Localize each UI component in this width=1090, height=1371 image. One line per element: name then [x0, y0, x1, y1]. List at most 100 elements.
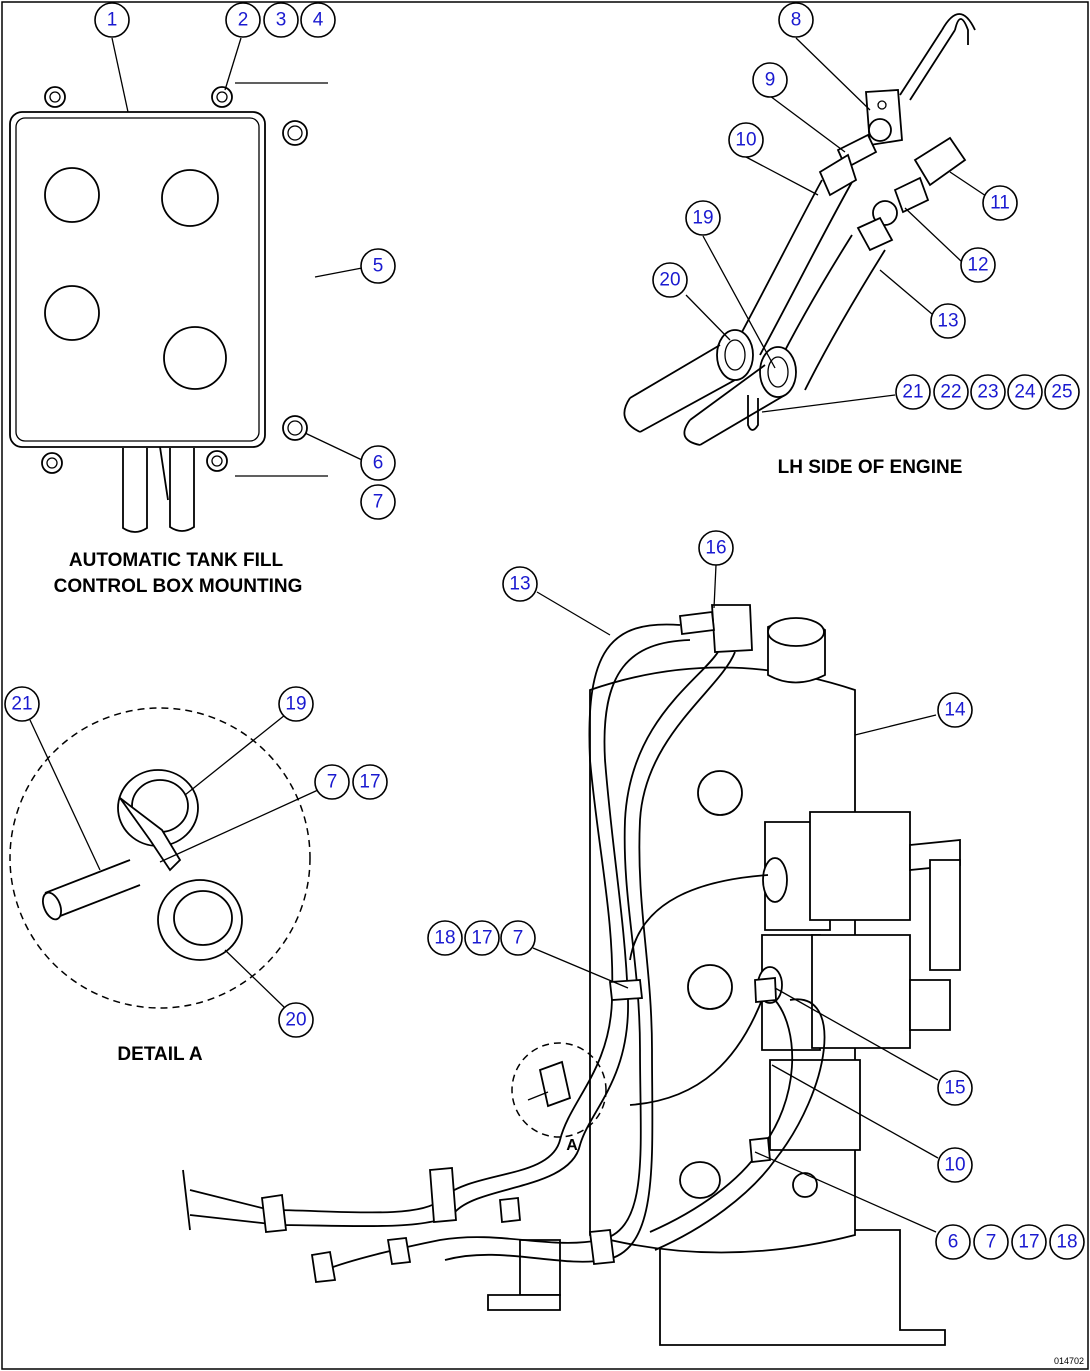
callout-20: 20	[652, 262, 688, 298]
svg-text:9: 9	[765, 70, 776, 91]
callout-tank-17b: 17	[1011, 1224, 1047, 1260]
svg-text:7: 7	[986, 1232, 997, 1253]
svg-text:16: 16	[705, 538, 726, 559]
detail-a-label: A	[566, 1137, 578, 1154]
svg-text:10: 10	[944, 1155, 965, 1176]
callout-8: 8	[778, 2, 814, 38]
tank-valves	[757, 811, 961, 1151]
caption-engine-side: LH SIDE OF ENGINE	[778, 457, 963, 478]
svg-text:21: 21	[11, 694, 32, 715]
caption-control-box-line2: CONTROL BOX MOUNTING	[54, 576, 303, 597]
engine-leaders	[685, 37, 987, 413]
engine-clamps-19-20	[623, 329, 797, 446]
svg-text:14: 14	[944, 700, 966, 721]
callout-10: 10	[728, 122, 764, 158]
control-box-nuts	[41, 86, 308, 474]
svg-text:22: 22	[940, 382, 961, 403]
callout-1: 1	[94, 2, 130, 38]
svg-text:17: 17	[359, 772, 380, 793]
svg-text:20: 20	[285, 1010, 306, 1031]
callout-detail-17: 17	[352, 764, 388, 800]
callout-tank-7b: 7	[973, 1224, 1009, 1260]
svg-text:18: 18	[434, 928, 455, 949]
svg-text:21: 21	[902, 382, 923, 403]
tank-clamps	[261, 977, 777, 1283]
engine-hose-13	[774, 216, 894, 391]
svg-text:3: 3	[276, 10, 287, 31]
callout-5: 5	[360, 248, 396, 284]
callout-detail-21: 21	[4, 686, 40, 722]
svg-text:6: 6	[373, 453, 384, 474]
callout-4: 4	[300, 2, 336, 38]
callout-tank-10: 10	[937, 1147, 973, 1183]
callout-12: 12	[960, 247, 996, 283]
callout-11: 11	[982, 185, 1018, 221]
svg-text:6: 6	[948, 1232, 959, 1253]
svg-text:7: 7	[327, 772, 338, 793]
callout-2: 2	[225, 2, 261, 38]
callout-23: 23	[970, 374, 1006, 410]
svg-text:17: 17	[1018, 1232, 1039, 1253]
svg-text:2: 2	[238, 10, 249, 31]
engine-hose-10	[734, 133, 878, 356]
svg-text:13: 13	[937, 311, 958, 332]
svg-text:10: 10	[735, 130, 756, 151]
detail-a-marker	[511, 1042, 607, 1138]
svg-text:24: 24	[1014, 382, 1036, 403]
callout-detail-19: 19	[278, 686, 314, 722]
callout-6: 6	[360, 445, 396, 481]
svg-text:23: 23	[977, 382, 998, 403]
control-box-pipes	[122, 446, 195, 533]
callout-13: 13	[930, 303, 966, 339]
tank-fitting-16	[679, 604, 753, 653]
tank-leaders	[532, 564, 939, 1233]
svg-text:11: 11	[990, 193, 1010, 214]
engine-fittings-11-12	[872, 136, 967, 226]
callout-7: 7	[360, 484, 396, 520]
svg-text:18: 18	[1056, 1232, 1077, 1253]
callout-tank-6: 6	[935, 1224, 971, 1260]
callout-tank-17: 17	[464, 920, 500, 956]
svg-text:20: 20	[659, 270, 680, 291]
svg-text:5: 5	[373, 256, 384, 277]
callout-24: 24	[1007, 374, 1043, 410]
svg-text:25: 25	[1051, 382, 1072, 403]
svg-text:7: 7	[513, 928, 524, 949]
tank-base	[487, 1229, 946, 1346]
detail-a	[9, 707, 319, 1009]
svg-text:4: 4	[313, 10, 324, 31]
callout-detail-7: 7	[314, 764, 350, 800]
callout-3: 3	[263, 2, 299, 38]
callout-detail-20: 20	[278, 1002, 314, 1038]
control-box	[9, 111, 266, 448]
callout-tank-13: 13	[502, 566, 538, 602]
svg-text:19: 19	[285, 694, 306, 715]
caption-detail-a: DETAIL A	[117, 1044, 202, 1065]
control-box-leaders	[111, 37, 363, 477]
svg-text:12: 12	[967, 255, 988, 276]
callout-tank-18b: 18	[1049, 1224, 1085, 1260]
callout-22: 22	[933, 374, 969, 410]
engine-bracket	[865, 13, 976, 147]
callout-tank-15: 15	[937, 1070, 973, 1106]
svg-text:1: 1	[107, 10, 118, 31]
callout-19: 19	[685, 200, 721, 236]
callout-9: 9	[752, 62, 788, 98]
figure-number: 014702	[1054, 1356, 1084, 1366]
callout-25: 25	[1044, 374, 1080, 410]
callout-tank-18: 18	[427, 920, 463, 956]
svg-text:13: 13	[509, 574, 530, 595]
svg-text:7: 7	[373, 492, 384, 513]
callout-tank-16: 16	[698, 530, 734, 566]
svg-text:17: 17	[471, 928, 492, 949]
callout-21: 21	[895, 374, 931, 410]
caption-control-box-line1: AUTOMATIC TANK FILL	[69, 550, 284, 571]
callout-tank-7: 7	[500, 920, 536, 956]
callout-tank-14: 14	[937, 692, 973, 728]
svg-text:15: 15	[944, 1078, 965, 1099]
svg-text:8: 8	[791, 10, 802, 31]
svg-text:19: 19	[692, 208, 713, 229]
